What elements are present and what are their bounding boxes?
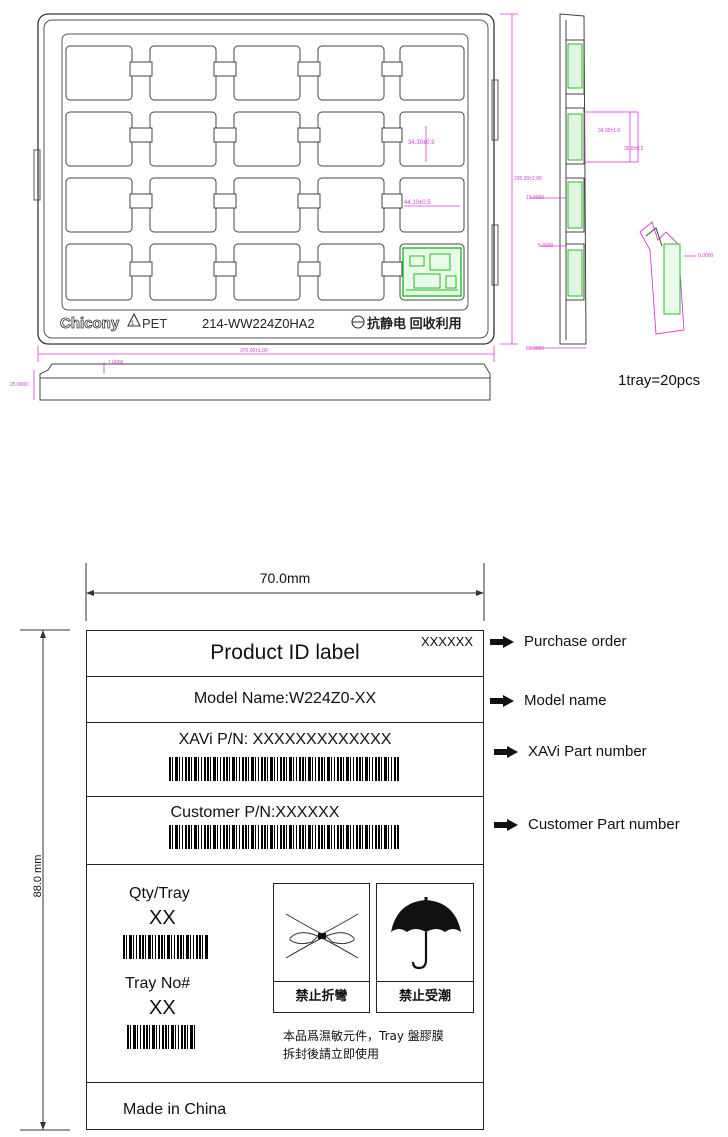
tray-dimension-lines — [37, 13, 518, 362]
tray-outer-outline — [37, 13, 495, 345]
tray-cavity-area — [61, 33, 469, 311]
callout-xavi-part: XAVi Part number — [494, 743, 647, 760]
tray-right-tab-bottom — [491, 224, 499, 286]
tray-right-tab-top — [491, 79, 499, 141]
arrow-right-icon — [494, 745, 518, 758]
xavi-pn-barcode — [169, 757, 399, 781]
callout-xavi-part-text: XAVi Part number — [528, 743, 647, 760]
customer-pn-value: Customer P/N:XXXXXX — [170, 804, 340, 821]
tray-left-tab — [33, 149, 41, 201]
umbrella-icon — [391, 897, 461, 970]
tray-antistatic-text: 抗静电 回收利用 — [367, 316, 462, 331]
label-title-row: Product ID label XXXXXX — [87, 631, 483, 677]
notice-line-1: 本品爲濕敏元件，Tray 盤膠膜 — [283, 1029, 444, 1043]
tray-detail-view — [639, 221, 696, 335]
customer-pn-row: Customer P/N:XXXXXX — [87, 797, 483, 865]
tray-drawing: 34.30±0.5 44.10±0.5 235.00±2.00 370.00±1… — [10, 13, 714, 401]
made-in-text: Made in China — [123, 1101, 227, 1118]
dim-tray-width: 370.00±1.00 — [240, 348, 268, 354]
tray-logo-material: PET — [142, 316, 167, 331]
tray-part-code: 214-WW224Z0HA2 — [202, 316, 315, 331]
tray-no-value: XX — [149, 997, 176, 1019]
callout-purchase-order: Purchase order — [490, 633, 627, 650]
notice-line-2: 拆封後請立即使用 — [283, 1047, 380, 1061]
label-title: Product ID label — [210, 641, 360, 664]
antistatic-icon — [351, 315, 365, 329]
tray-inner-outline — [43, 19, 489, 339]
no-fold-warning: 禁止折彎 — [273, 883, 370, 1013]
dim-side-right: 35.8±0.5 — [624, 146, 644, 152]
tray-side-profile — [39, 363, 491, 401]
no-fold-caption: 禁止折彎 — [274, 981, 369, 1012]
arrow-right-icon — [490, 694, 514, 707]
profile-dimension-lines — [33, 362, 105, 400]
purchase-order-value: XXXXXX — [420, 634, 473, 649]
tray-logo-brand: Chicony — [60, 315, 120, 332]
customer-pn-barcode — [169, 825, 399, 849]
no-moisture-caption: 禁止受潮 — [377, 981, 473, 1012]
dim-small-thickness: 1.0000 — [108, 360, 124, 366]
dim-side-top: 34.30±1.0 — [598, 128, 620, 134]
callout-customer-part-text: Customer Part number — [528, 816, 680, 833]
no-moisture-warning: 禁止受潮 — [376, 883, 474, 1013]
section-dimension-lines — [530, 111, 639, 349]
tray-capacity: 1tray=20pcs — [618, 372, 701, 389]
qty-warning-row: Qty/Tray XX Tray No# XX 禁止折彎 禁止受潮 本品爲濕敏元… — [87, 865, 483, 1083]
tray-no-barcode — [127, 1025, 197, 1049]
section-pcb-modules — [567, 43, 583, 297]
svg-text:1: 1 — [131, 321, 135, 327]
callout-model-name-text: Model name — [524, 692, 607, 709]
tray-section-view — [559, 13, 587, 345]
pocket-grid — [65, 45, 465, 301]
arrow-right-icon — [494, 818, 518, 831]
product-id-label: Product ID label XXXXXX Model Name:W224Z… — [86, 630, 484, 1130]
callout-purchase-order-text: Purchase order — [524, 633, 627, 650]
label-dimension-guides — [20, 563, 485, 1131]
dim-side-bottom: 60.0000 — [526, 346, 544, 352]
dim-side-a: 19.0000 — [526, 195, 544, 201]
recycle-icon: 1 — [127, 312, 141, 327]
label-width-dimension: 70.0mm — [259, 570, 311, 586]
xavi-pn-row: XAVi P/N: XXXXXXXXXXXXX — [87, 723, 483, 797]
model-name-value: Model Name:W224Z0-XX — [193, 690, 377, 707]
dim-tray-height: 235.00±2.00 — [514, 176, 542, 182]
xavi-pn-value: XAVi P/N: XXXXXXXXXXXXX — [178, 731, 392, 748]
qty-value: XX — [149, 907, 176, 929]
callout-customer-part: Customer Part number — [494, 816, 680, 833]
arrow-right-icon — [490, 635, 514, 648]
no-bend-icon — [285, 913, 359, 959]
tray-no-label: Tray No# — [125, 975, 191, 992]
qty-barcode — [123, 935, 209, 959]
qty-label: Qty/Tray — [129, 885, 190, 902]
callout-model-name: Model name — [490, 692, 607, 709]
label-height-dimension: 88.0 mm — [32, 854, 44, 898]
model-name-row: Model Name:W224Z0-XX — [87, 677, 483, 723]
dim-cell-height: 34.30±0.5 — [408, 140, 435, 146]
dim-detail: 0.0000 — [698, 253, 714, 259]
pcb-module-icon — [402, 247, 462, 297]
dim-tray-depth: 25.0000 — [10, 382, 28, 388]
dim-cell-width: 44.10±0.5 — [404, 200, 431, 206]
dim-side-b: 5.0000 — [538, 243, 554, 249]
pocket-connectors — [129, 61, 403, 277]
